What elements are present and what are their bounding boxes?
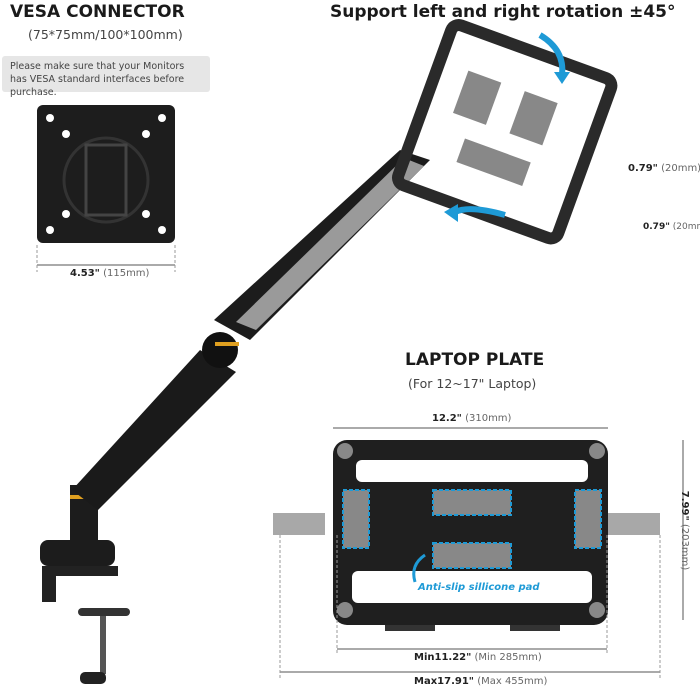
clearance-1-mm: (20mm) (661, 163, 700, 174)
vesa-width-mm: (115mm) (103, 268, 150, 279)
min-in: Min11.22" (414, 652, 472, 663)
rotated-laptop-plate (392, 19, 618, 245)
monitor-arm (40, 150, 430, 684)
plate-width-mm: (310mm) (465, 413, 512, 424)
vesa-plate (37, 105, 175, 243)
clearance-2-mm: (20mm) (672, 222, 700, 232)
vesa-note: Please make sure that your Monitors has … (2, 56, 210, 98)
vesa-width-in: 4.53" (70, 268, 100, 279)
plate-width-in: 12.2" (432, 413, 462, 424)
plate-height-in: 7.99" (679, 490, 691, 521)
max-in: Max17.91" (414, 676, 474, 687)
rotation-title: Support left and right rotation ±45° (330, 2, 676, 22)
laptop-plate-title: LAPTOP PLATE (405, 350, 545, 370)
plate-width-dimension: 12.2" (310mm) (432, 413, 511, 424)
min-mm: (Min 285mm) (474, 652, 542, 663)
min-width-dimension: Min11.22" (Min 285mm) (414, 652, 542, 663)
laptop-plate-subtitle: (For 12~17" Laptop) (408, 376, 537, 391)
rotate-arrow-top (538, 32, 566, 76)
vesa-title: VESA CONNECTOR (10, 2, 185, 22)
plate-height-mm: (203mm) (679, 523, 691, 571)
plate-height-dimension: 7.99" (203mm) (679, 491, 690, 570)
vesa-width-dimension: 4.53" (115mm) (70, 268, 149, 279)
clearance-1-in: 0.79" (628, 163, 658, 174)
max-width-dimension: Max17.91" (Max 455mm) (414, 676, 547, 687)
pad-label: Anti-slip sillicone pad (418, 582, 540, 593)
vesa-subtitle: (75*75mm/100*100mm) (28, 27, 183, 42)
clearance-1: 0.79" (20mm) (628, 163, 700, 174)
laptop-plate (273, 440, 660, 631)
max-mm: (Max 455mm) (477, 676, 548, 687)
clearance-2-in: 0.79" (643, 222, 670, 232)
clearance-2: 0.79" (20mm) (643, 222, 700, 232)
